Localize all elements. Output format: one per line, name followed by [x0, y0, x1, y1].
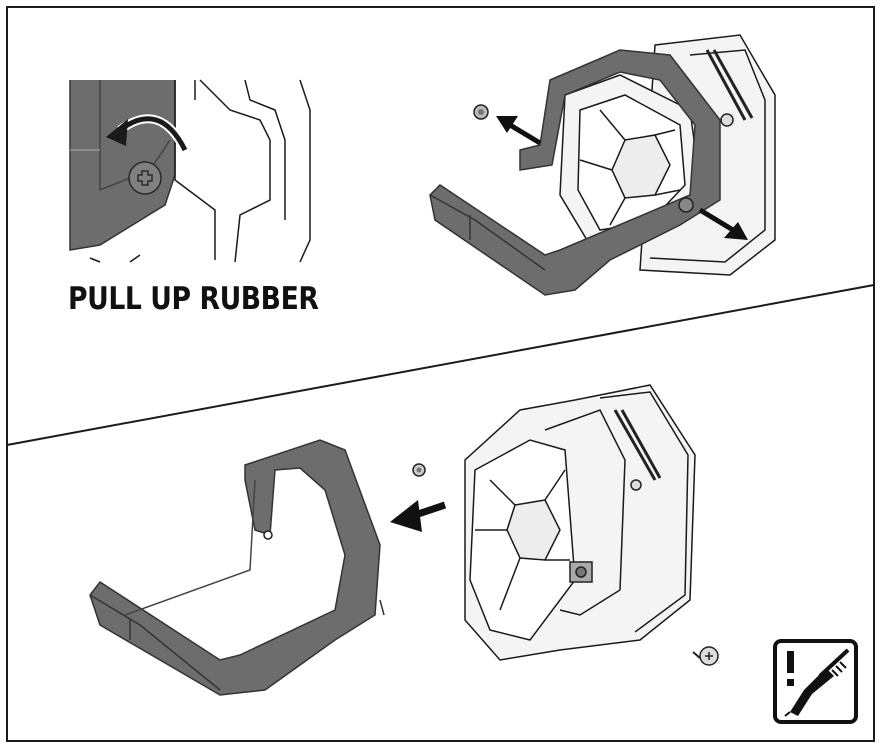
- screw-bottom-icon: [692, 646, 719, 666]
- screwdriver-warning-icon: [773, 639, 858, 724]
- closeup-detail: [69, 79, 311, 263]
- light-without-frame: [464, 384, 696, 661]
- loose-screw-icon-2: [412, 463, 426, 477]
- vent-slots-2: [613, 409, 662, 481]
- pull-up-rubber-caption: PULL UP RUBBER: [68, 281, 319, 317]
- loose-screw-icon: [473, 104, 489, 120]
- arrow-out-right-icon: [698, 207, 748, 240]
- arrow-out-left-icon: [496, 116, 542, 146]
- curved-arrow-icon: [106, 114, 190, 153]
- light-with-frame: [429, 34, 776, 296]
- detached-frame: [89, 439, 385, 696]
- screw-icon: [128, 161, 162, 195]
- vent-slots: [705, 49, 754, 121]
- arrow-detach-icon: [390, 500, 447, 532]
- section-divider: [6, 284, 875, 446]
- outer-border: [6, 6, 875, 742]
